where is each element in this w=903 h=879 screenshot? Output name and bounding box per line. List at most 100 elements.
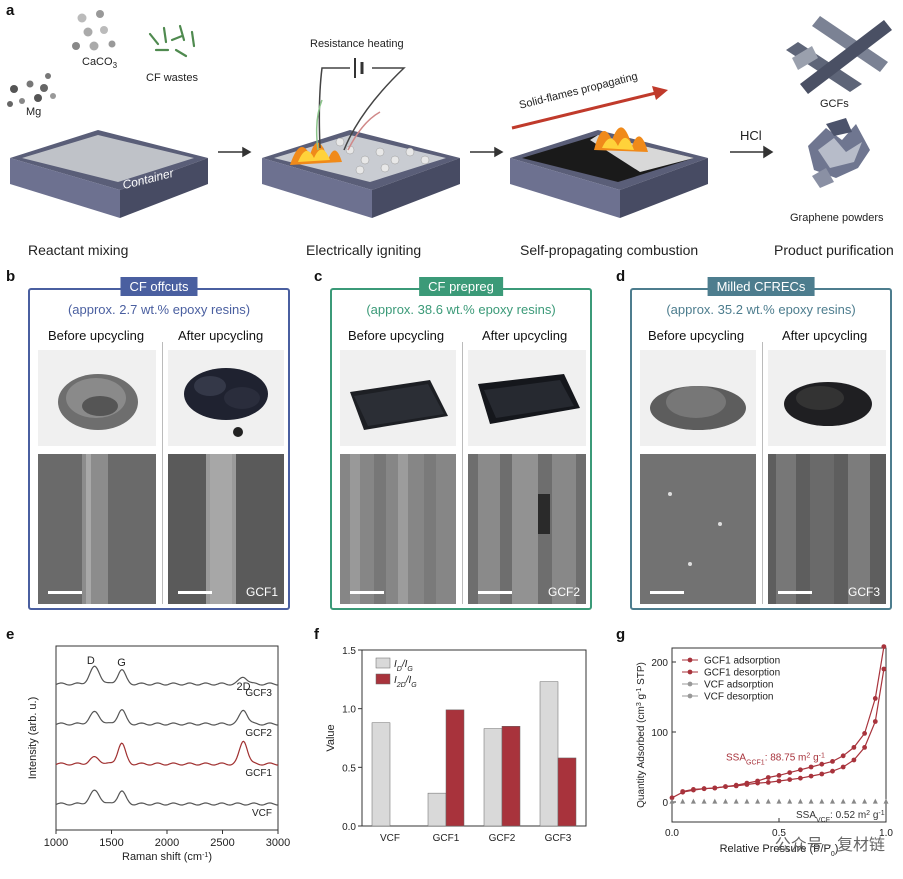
panel-a-label: a bbox=[6, 2, 15, 19]
chart-g-gcf1_adsorption-point bbox=[881, 666, 887, 672]
chart-e-peak-label: D bbox=[87, 655, 95, 667]
step-electrically-igniting: Electrically igniting bbox=[306, 242, 422, 258]
chart-g-vcf-point bbox=[819, 798, 825, 804]
chart-g-gcf1_desorption-point bbox=[830, 759, 835, 764]
chart-g-gcf1_desorption-point bbox=[712, 785, 718, 791]
chart-e-peak-label: G bbox=[117, 657, 126, 669]
panel-c-after-photo bbox=[468, 350, 586, 446]
chart-e-series-line bbox=[55, 709, 278, 726]
chart-f-category-label: GCF3 bbox=[545, 833, 572, 844]
chart-e-xtick-label: 1500 bbox=[99, 837, 123, 849]
chart-f-ytick-label: 0.5 bbox=[342, 763, 356, 774]
chart-f-bar bbox=[501, 726, 521, 827]
panel-d-title: Milled CFRECs bbox=[707, 277, 815, 296]
chart-f-bar bbox=[557, 757, 577, 827]
chart-g-vcf-point bbox=[830, 798, 835, 804]
chart-g-gcf1_adsorption-point bbox=[872, 719, 878, 724]
chart-g-gcf1_desorption-point bbox=[765, 775, 771, 780]
caco3-particles bbox=[72, 10, 116, 51]
step-product-purification: Product purification bbox=[774, 242, 894, 258]
panel-e-label: e bbox=[6, 626, 15, 643]
chart-g-gcf1_adsorption-point bbox=[862, 745, 867, 750]
panel-b-sem-label: GCF1 bbox=[245, 585, 278, 599]
chart-g-gcf1_desorption-point bbox=[862, 731, 867, 736]
gcfs-label: GCFs bbox=[820, 98, 849, 110]
chart-e-xtick-label: 2500 bbox=[210, 837, 234, 849]
caco3-label: CaCO3 bbox=[82, 56, 118, 71]
chart-f-ytick-label: 1.0 bbox=[342, 705, 356, 716]
chart-g-vcf-point bbox=[733, 798, 739, 804]
chart-g-ssa-gcf1: SSAGCF1: 88.75 m2 g-1 bbox=[726, 752, 825, 766]
hcl-label: HCl bbox=[740, 128, 762, 143]
chart-g-gcf1_desorption-point bbox=[701, 786, 707, 792]
panel-d: Milled CFRECs (approx. 35.2 wt.% epoxy r… bbox=[630, 277, 892, 610]
chart-g-vcf-point bbox=[787, 798, 793, 804]
panel-a-schematic bbox=[7, 10, 892, 218]
panel-c-before: Before upcycling bbox=[348, 328, 445, 343]
container-1 bbox=[10, 130, 208, 218]
panel-c: CF prepreg (approx. 38.6 wt.% epoxy resi… bbox=[330, 277, 592, 610]
container-3 bbox=[510, 127, 708, 218]
panel-c-before-sem bbox=[340, 454, 456, 604]
chart-e-series-label: GCF1 bbox=[245, 768, 272, 779]
chart-g-vcf-point bbox=[744, 798, 750, 804]
panel-c-after: After upcycling bbox=[482, 328, 568, 343]
chart-g-ssa-vcf: SSAVCF: 0.52 m2 g-1 bbox=[796, 810, 885, 824]
chart-g-gcf1_desorption-point bbox=[776, 773, 782, 778]
chart-g-legend-label: VCF desorption bbox=[704, 692, 773, 703]
chart-f-bar bbox=[445, 709, 465, 827]
panel-d-before: Before upcycling bbox=[648, 328, 745, 343]
chart-f-bar bbox=[371, 722, 391, 827]
chart-g-gcf1_desorption-point bbox=[723, 784, 728, 789]
chart-g-vcf-point bbox=[862, 798, 868, 804]
chart-e-series-label: GCF2 bbox=[245, 728, 272, 739]
chart-g-vcf-point bbox=[776, 798, 782, 804]
chart-f-bar bbox=[539, 681, 559, 827]
chart-g-vcf-point bbox=[690, 798, 696, 804]
chart-f-legend-swatch bbox=[375, 673, 391, 685]
chart-f-ytick-label: 0.0 bbox=[342, 822, 356, 833]
chart-e-series-line bbox=[55, 665, 278, 686]
chart-g-gcf1_adsorption-point bbox=[787, 777, 793, 782]
chart-f-legend-label: I2D/IG bbox=[394, 675, 417, 689]
chart-e-series-label: GCF3 bbox=[245, 688, 272, 699]
chart-g-legend-marker bbox=[687, 657, 693, 663]
chart-g-gcf1_desorption-point bbox=[840, 753, 846, 759]
chart-g-gcf1_adsorption-point bbox=[798, 775, 803, 781]
chart-g-gcf1_adsorption-point bbox=[851, 757, 857, 763]
chart-g-vcf-point bbox=[851, 798, 857, 804]
chart-g-xtick-label: 0.0 bbox=[665, 828, 679, 839]
chart-g-vcf-point bbox=[712, 798, 718, 804]
chart-g-ytick-label: 0 bbox=[662, 798, 668, 809]
chart-f-ytick-label: 1.5 bbox=[342, 646, 356, 657]
chart-f-category-label: GCF2 bbox=[489, 833, 516, 844]
chart-e-series-label: VCF bbox=[252, 808, 272, 819]
chart-g-vcf-point bbox=[797, 798, 803, 804]
chart-f-legend-swatch bbox=[375, 657, 391, 669]
chart-g-gcf1_desorption-point bbox=[798, 767, 803, 773]
chart-g-vcf-point bbox=[723, 798, 728, 804]
chart-g-vcf-point bbox=[840, 798, 846, 804]
chart-g-xlabel: Relative Pressure (P/P0) bbox=[720, 843, 839, 858]
panel-b-before: Before upcycling bbox=[48, 328, 145, 343]
step-self-propagating: Self-propagating combustion bbox=[520, 242, 699, 258]
chart-g-xtick-label: 1.0 bbox=[879, 828, 893, 839]
chart-g-ytick-label: 100 bbox=[651, 728, 668, 739]
chart-g-legend-marker bbox=[687, 693, 693, 699]
chart-g-gcf1_adsorption-point bbox=[669, 795, 675, 801]
panel-d-subtitle: (approx. 35.2 wt.% epoxy resins) bbox=[666, 302, 856, 317]
chart-g-gcf1_desorption-point bbox=[872, 696, 878, 701]
chart-g-gcf1_desorption-point bbox=[691, 787, 696, 792]
chart-f-bar bbox=[483, 728, 503, 827]
cf-waste-fibers bbox=[148, 24, 196, 58]
graphene-powder bbox=[808, 118, 870, 188]
chart-e-ylabel: Intensity (arb. u.) bbox=[27, 697, 39, 780]
graphene-powders-label: Graphene powders bbox=[790, 212, 884, 224]
chart-g-xtick-label: 0.5 bbox=[772, 828, 786, 839]
panel-c-after-sem: GCF2 bbox=[468, 454, 586, 604]
chart-g-gcf1_desorption-point bbox=[744, 780, 750, 786]
chart-g-gcf1_adsorption-point bbox=[765, 780, 771, 785]
chart-g-gcf1_desorption-point bbox=[787, 770, 793, 775]
chart-g-gcf1_adsorption-point bbox=[819, 771, 825, 777]
